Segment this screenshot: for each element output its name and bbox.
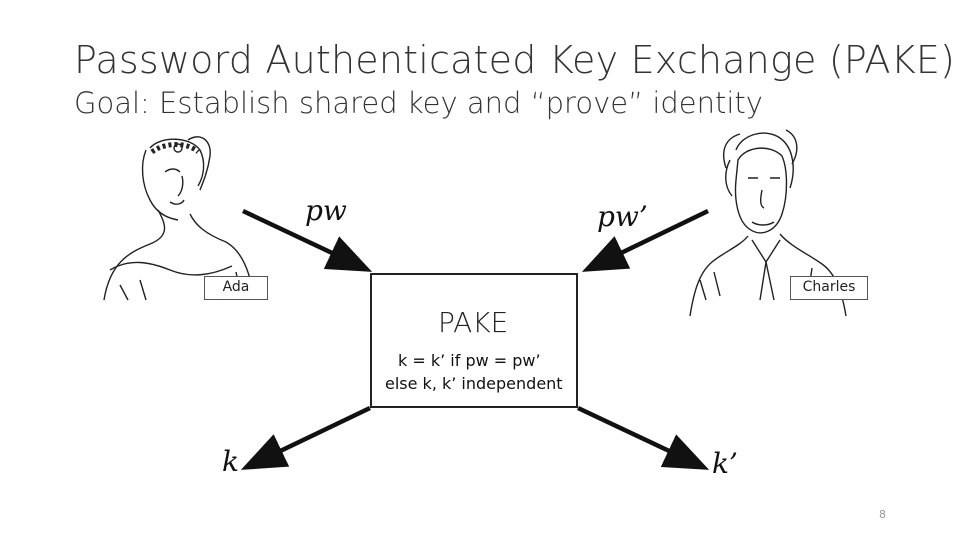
charles-password-label: pw’ <box>597 200 648 233</box>
k2-arrow <box>577 405 710 470</box>
pake-else-line: else k, k’ independent <box>385 374 563 393</box>
k-arrow <box>240 405 371 470</box>
pake-box: PAKE k = k’ if pw = pw’ else k, k’ indep… <box>370 273 578 408</box>
slide-subtitle: Goal: Establish shared key and “prove” i… <box>74 86 763 120</box>
charles-key-label: k’ <box>712 447 738 480</box>
ada-label: Ada <box>204 276 268 300</box>
ada-key-label: k <box>222 445 239 478</box>
slide-title: Password Authenticated Key Exchange (PAK… <box>74 38 956 82</box>
charles-portrait-icon <box>689 129 847 317</box>
pw2-arrow <box>581 208 709 272</box>
pake-condition-line: k = k’ if pw = pw’ <box>398 351 541 370</box>
ada-password-label: pw <box>305 194 347 227</box>
page-number: 8 <box>879 508 886 521</box>
pake-box-title: PAKE <box>438 306 509 339</box>
pw-arrow <box>242 208 373 272</box>
charles-label: Charles <box>790 276 868 300</box>
